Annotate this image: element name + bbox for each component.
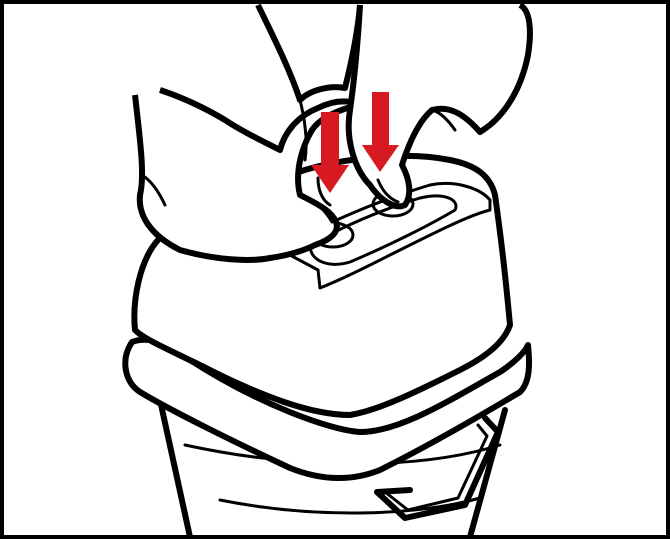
illustration-canvas <box>0 0 670 539</box>
instruction-illustration <box>0 0 670 539</box>
